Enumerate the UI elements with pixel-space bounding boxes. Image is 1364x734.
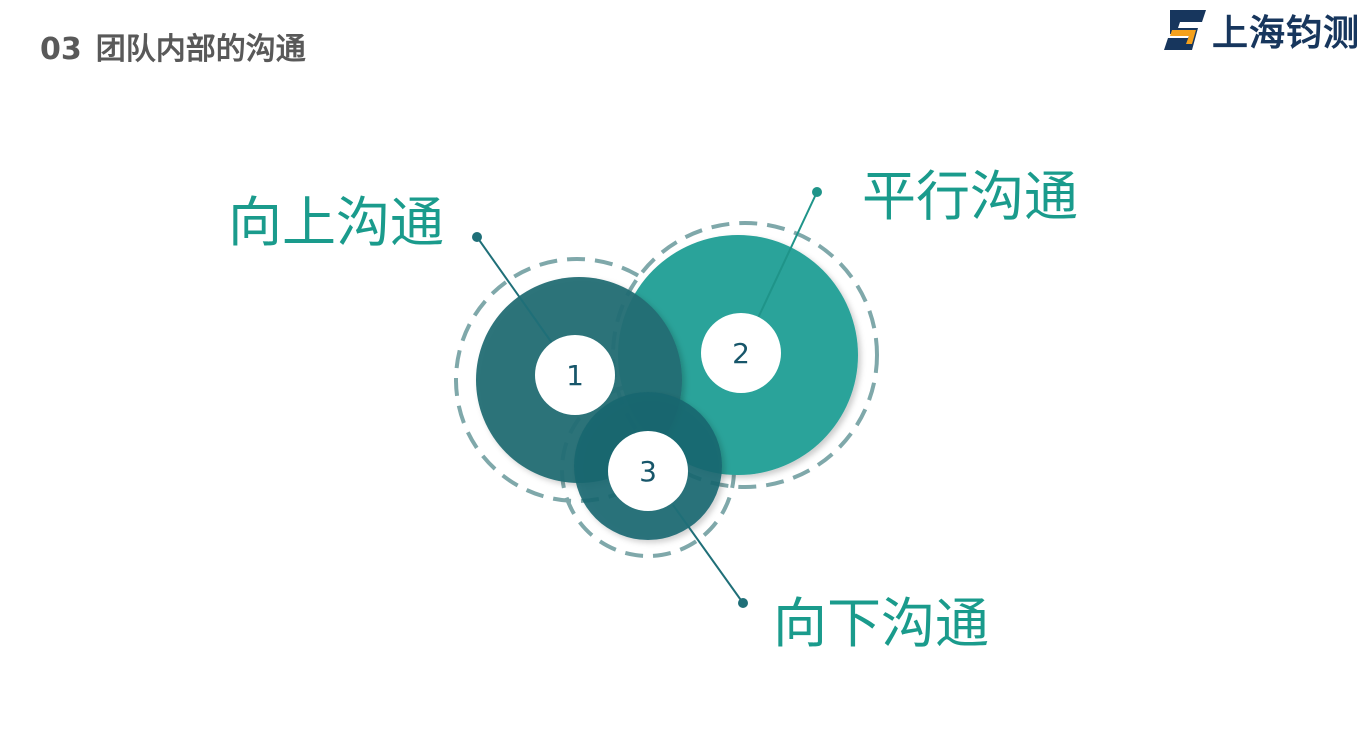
connector-line-1 <box>476 236 553 344</box>
logo-text: 上海钧测 <box>1212 13 1361 54</box>
number-badge-2 <box>701 313 781 393</box>
number-badge-3 <box>608 431 688 511</box>
connector-line-3 <box>672 504 744 604</box>
section-number: 03 <box>40 32 82 67</box>
number-badge-1 <box>535 335 615 415</box>
number-3: 3 <box>639 455 657 488</box>
s-logo-icon <box>1164 10 1206 50</box>
company-logo: 上海钧测 <box>1162 8 1360 54</box>
section-title: 团队内部的沟通 <box>95 32 306 67</box>
connector-dot-3 <box>738 598 748 608</box>
label-downward: 向下沟通 <box>773 592 989 655</box>
connector-line-2 <box>757 191 818 319</box>
label-upward: 向上沟通 <box>228 191 444 254</box>
number-1: 1 <box>566 359 584 392</box>
dashed-ring-2 <box>611 221 879 489</box>
page-title: 03 团队内部的沟通 <box>40 24 306 68</box>
connector-dot-2 <box>812 187 822 197</box>
connector-dot-1 <box>472 232 482 242</box>
number-2: 2 <box>732 337 750 370</box>
label-parallel: 平行沟通 <box>862 165 1078 228</box>
